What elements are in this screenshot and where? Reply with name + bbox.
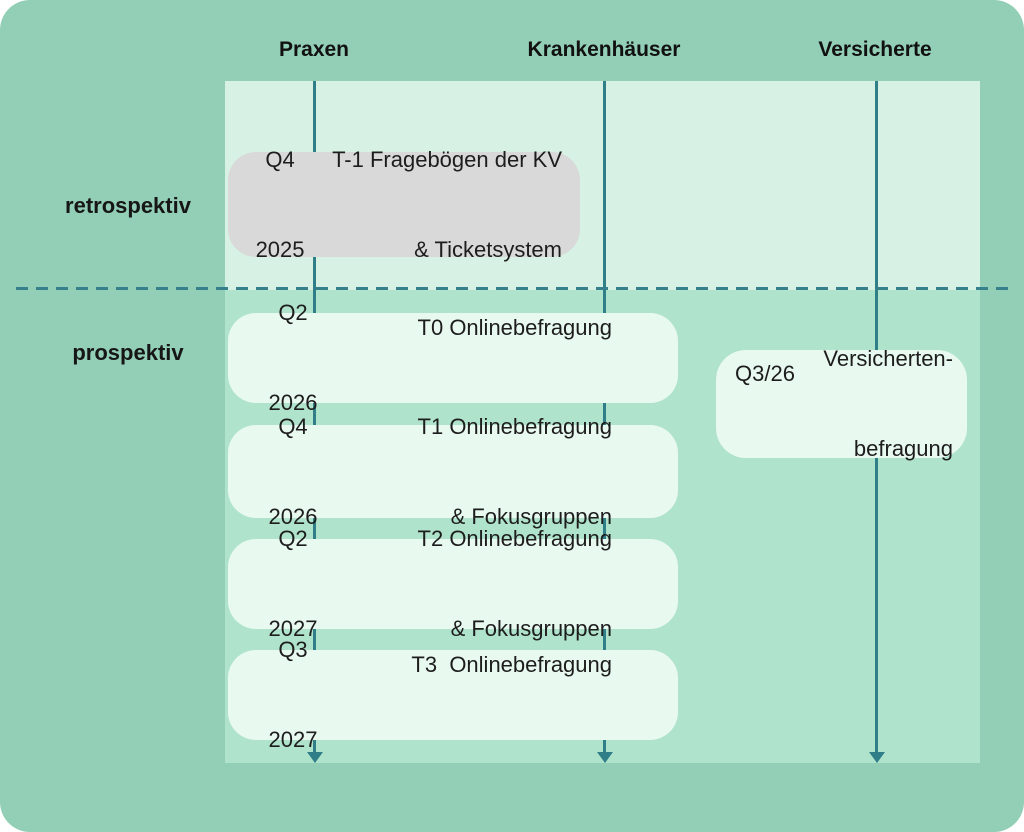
description-line-1: T0 Onlinebefragung [417, 315, 612, 340]
quarter-line-2: 2026 [268, 390, 318, 415]
event-description: T-1 Fragebögen der KV & Ticketsystem [332, 85, 580, 325]
quarter-line-2: 2026 [268, 503, 318, 529]
timeline-praxen [313, 81, 316, 754]
quarter-line-1: Q3 [278, 637, 308, 662]
column-header-versicherte: Versicherte [818, 38, 932, 61]
event-quarter: Q4 2026 [228, 352, 358, 592]
event-description: T1 Onlinebefragung & Fokusgruppen [358, 352, 678, 592]
event-description: T3 Onlinebefragung [358, 590, 678, 800]
description-line-2: befragung [853, 436, 953, 461]
quarter-line-1: Q2 [278, 526, 308, 551]
phase-label-prospektiv: prospektiv [72, 340, 184, 365]
event-quarter: Q2 2026 [228, 238, 358, 478]
quarter-line-1: Q4 [278, 413, 308, 439]
quarter-line-2: 2027 [268, 727, 318, 752]
phase-divider-line [16, 287, 1008, 290]
event-versichertenbefragung: Q3/26 Versicherten- befragung [716, 346, 967, 461]
event-t3: Q3 2027 T3 Onlinebefragung [228, 637, 678, 752]
event-t0: Q2 2026 T0 Onlinebefragung [228, 300, 678, 415]
event-quarter: Q3 2027 [228, 575, 358, 815]
event-quarter: Q2 2027 [228, 464, 358, 704]
quarter-line-1: Q4 [265, 146, 295, 172]
description-line-2: & Fokusgruppen [450, 616, 612, 641]
timeline-krankenhaeuser [603, 81, 606, 754]
event-quarter: Q4 2025 [228, 85, 332, 325]
description-line-2: & Ticketsystem [414, 236, 562, 262]
quarter-line-1: Q2 [278, 300, 308, 325]
description-line-1: T-1 Fragebögen der KV [332, 146, 562, 172]
event-t-minus-1: Q4 2025 T-1 Fragebögen der KV & Ticketsy… [228, 147, 580, 262]
column-header-praxen: Praxen [278, 38, 350, 61]
phase-label-retrospektiv: retrospektiv [65, 193, 191, 218]
event-description: T2 Onlinebefragung & Fokusgruppen [358, 464, 678, 704]
description-line-1: T3 Onlinebefragung [411, 652, 612, 677]
description-line-1: Versicherten- [823, 346, 953, 371]
event-description: Versicherten- befragung [814, 284, 967, 524]
event-t1: Q4 2026 T1 Onlinebefragung & Fokusgruppe… [228, 414, 678, 529]
event-t2: Q2 2027 T2 Onlinebefragung & Fokusgruppe… [228, 526, 678, 641]
description-line-2: & Fokusgruppen [450, 503, 612, 529]
description-line-1: T2 Onlinebefragung [417, 526, 612, 551]
quarter-line-2: 2027 [268, 616, 318, 641]
arrow-down-icon [597, 752, 613, 763]
column-header-krankenhaeuser: Krankenhäuser [527, 38, 681, 61]
description-line-1: T1 Onlinebefragung [417, 413, 612, 439]
event-quarter: Q3/26 [716, 299, 814, 509]
quarter-line-2: 2025 [255, 236, 305, 262]
quarter-line-1: Q3/26 [735, 361, 795, 386]
event-description: T0 Onlinebefragung [358, 253, 678, 463]
arrow-down-icon [307, 752, 323, 763]
arrow-down-icon [869, 752, 885, 763]
